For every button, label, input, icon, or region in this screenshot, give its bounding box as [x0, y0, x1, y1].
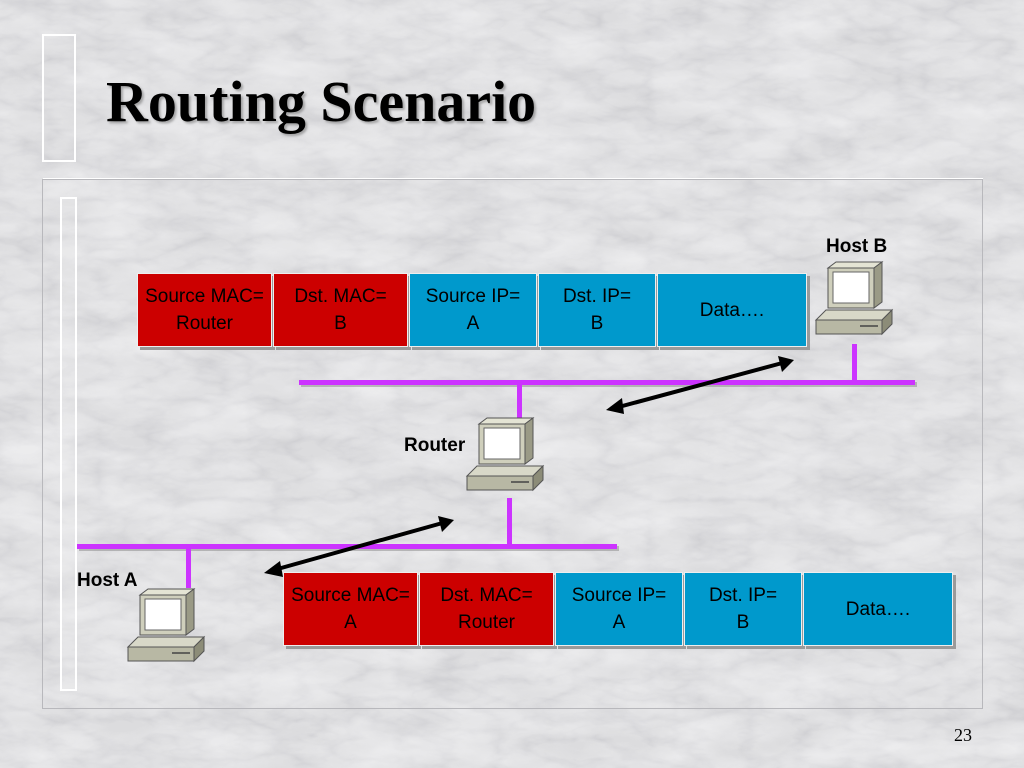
title-frame: [42, 34, 76, 162]
left-frame-bar: [60, 197, 77, 691]
slide-title: Routing Scenario: [106, 69, 537, 134]
host-a-label: Host A: [77, 570, 138, 591]
packet-top-source-mac: Source MAC= Router: [137, 273, 272, 347]
packet-top-dst-mac: Dst. MAC= B: [273, 273, 408, 347]
host-a-computer-icon: [127, 588, 205, 662]
host-b-computer-icon: [815, 261, 893, 335]
router-computer-icon: [466, 417, 544, 491]
top-double-arrow: [606, 356, 794, 414]
packet-top-dst-ip: Dst. IP= B: [538, 273, 656, 347]
packet-bottom-dst-mac: Dst. MAC= Router: [419, 572, 554, 646]
top-network-line: [299, 344, 917, 420]
packet-bottom-source-ip: Source IP= A: [555, 572, 683, 646]
packet-top: Source MAC= Router Dst. MAC= B Source IP…: [137, 273, 810, 347]
host-b-label: Host B: [826, 236, 888, 257]
packet-bottom: Source MAC= A Dst. MAC= Router Source IP…: [283, 572, 956, 646]
router-label: Router: [404, 435, 466, 456]
content-frame: [42, 179, 983, 709]
packet-top-source-ip: Source IP= A: [409, 273, 537, 347]
packet-bottom-source-mac: Source MAC= A: [283, 572, 418, 646]
page-number: 23: [954, 725, 972, 745]
packet-bottom-data: Data….: [803, 572, 953, 646]
packet-bottom-dst-ip: Dst. IP= B: [684, 572, 802, 646]
bottom-double-arrow: [264, 516, 454, 577]
packet-top-data: Data….: [657, 273, 807, 347]
